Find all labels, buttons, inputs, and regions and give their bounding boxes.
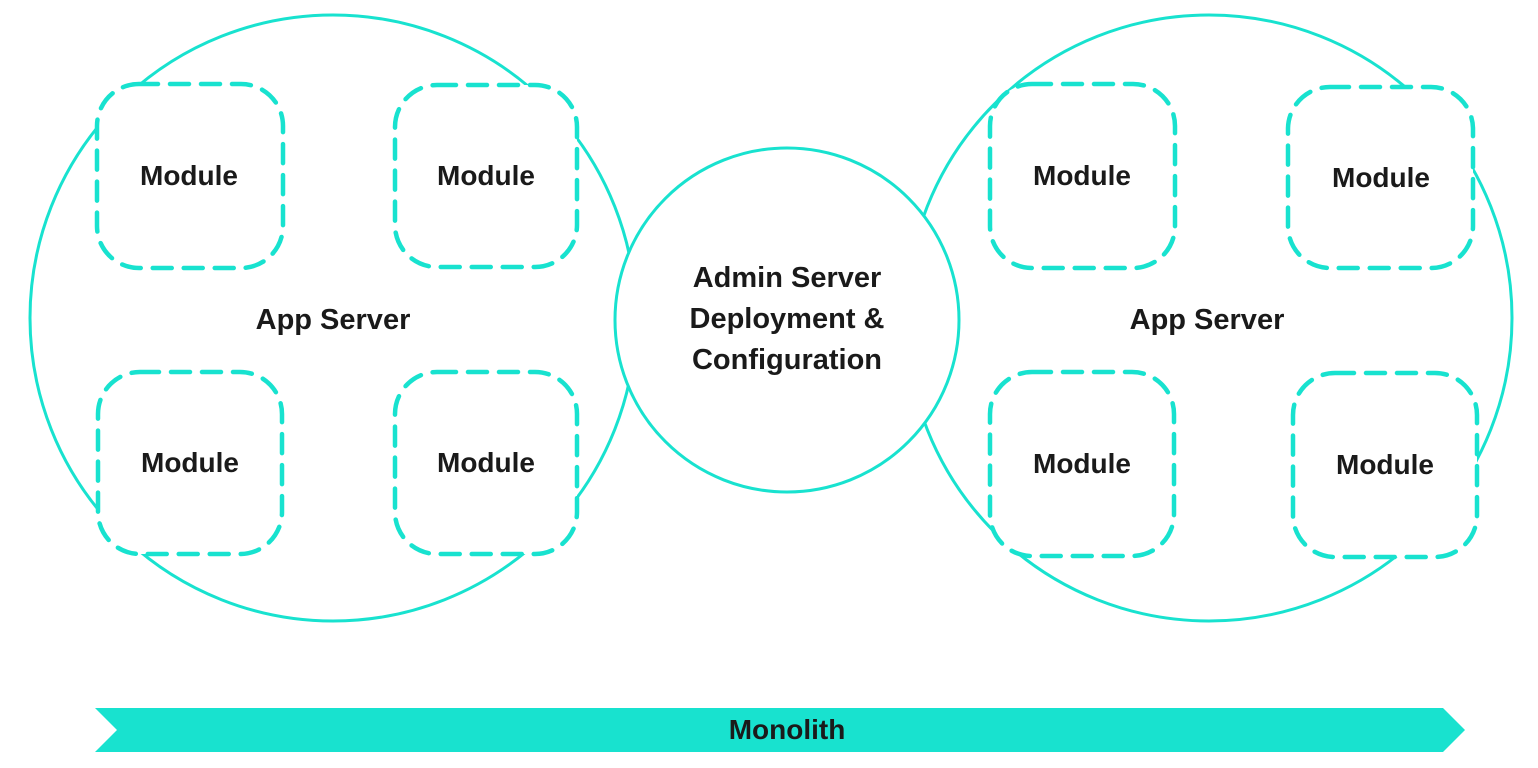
left-module-box-top-left <box>94 81 286 271</box>
left-module-label-top-right: Module <box>437 160 535 191</box>
right-module-label-top-right: Module <box>1332 162 1430 193</box>
admin-server-circle <box>613 146 961 494</box>
admin-server-label-line1: Admin Server <box>692 262 882 294</box>
admin-server-label-line2: Deployment & <box>689 303 885 335</box>
monolith-arrow <box>95 708 1465 752</box>
right-module-box-bottom-right <box>1290 370 1480 560</box>
right-module-box-top-right <box>1285 84 1476 271</box>
left-module-box-bottom-right <box>392 369 580 557</box>
right-module-box-bottom-left <box>987 369 1177 559</box>
right-app-server-label: App Server <box>1129 304 1285 336</box>
left-module-box-bottom-left <box>95 369 285 557</box>
right-module-label-top-left: Module <box>1033 160 1131 191</box>
right-module-box-top-left <box>987 81 1178 271</box>
admin-server-label-line3: Configuration <box>691 344 883 376</box>
left-module-label-top-left: Module <box>140 160 238 191</box>
monolith-arrow-label: Monolith <box>728 714 846 745</box>
left-module-label-bottom-right: Module <box>437 447 535 478</box>
right-module-label-bottom-left: Module <box>1033 448 1131 479</box>
left-module-box-top-right <box>392 82 580 270</box>
right-module-label-bottom-right: Module <box>1336 449 1434 480</box>
admin-server-label: Admin Server Deployment & Configuration <box>627 258 947 381</box>
left-app-server-label: App Server <box>255 304 411 336</box>
left-module-label-bottom-left: Module <box>141 447 239 478</box>
